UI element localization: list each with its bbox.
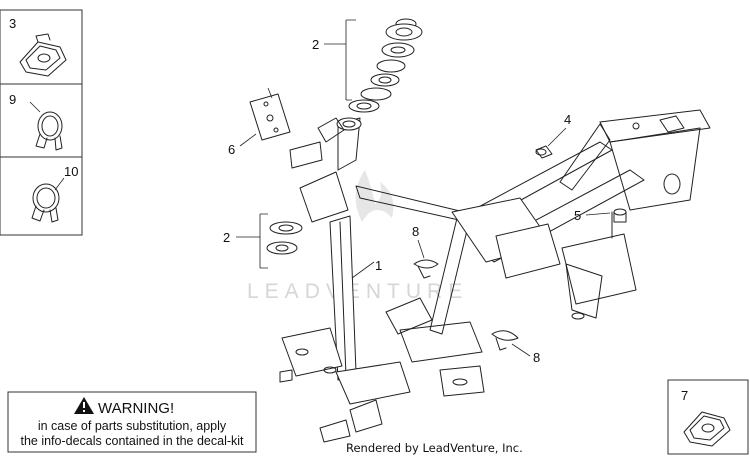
clip-nut-icon <box>683 411 731 447</box>
svg-text:4: 4 <box>564 112 571 127</box>
inset-label-9: 9 <box>9 92 16 107</box>
hose-clamp-top[interactable] <box>413 259 439 279</box>
render-credit: Rendered by LeadVenture, Inc. <box>346 441 523 455</box>
warning-title: WARNING! <box>98 400 174 417</box>
svg-text:2: 2 <box>312 37 319 52</box>
inset-nut[interactable]: 3 <box>9 16 67 77</box>
svg-text:5: 5 <box>574 208 581 223</box>
svg-text:2: 2 <box>223 230 230 245</box>
warning-frame <box>7 391 257 453</box>
steering-bearing-set-top[interactable] <box>348 18 423 113</box>
callout-2-top: 2 <box>312 19 356 101</box>
svg-text:1: 1 <box>375 258 382 273</box>
clip-nut-icon <box>19 33 67 77</box>
callout-1: 1 <box>351 258 382 279</box>
steering-bearing-set-bottom[interactable] <box>266 221 303 255</box>
svg-text:6: 6 <box>228 142 235 157</box>
callout-2-bottom: 2 <box>223 213 268 269</box>
screw[interactable] <box>613 208 627 223</box>
callout-8-top: 8 <box>412 224 425 259</box>
mounting-bracket[interactable] <box>249 87 291 141</box>
inset-frame <box>667 379 749 455</box>
warning-line-2: the info-decals contained in the decal-k… <box>20 434 244 448</box>
hose-clamp-bottom[interactable] <box>491 330 519 351</box>
callout-4: 4 <box>547 112 571 147</box>
inset-label-7: 7 <box>681 388 688 403</box>
inset-label-10: 10 <box>64 164 78 179</box>
svg-text:8: 8 <box>533 350 540 365</box>
flame-logo-icon <box>355 170 394 222</box>
hose-clamp-large-icon <box>31 183 60 223</box>
inset-label-3: 3 <box>9 16 16 31</box>
hose-clamp-small-icon <box>35 111 63 151</box>
inset-frame <box>0 9 83 236</box>
watermark: LEADVENTURE <box>247 170 468 303</box>
watermark-text: LEADVENTURE <box>247 280 468 303</box>
warning-box: WARNING! in case of parts substitution, … <box>7 391 257 453</box>
warning-triangle-icon <box>74 397 94 414</box>
callout-8-bottom: 8 <box>511 343 540 365</box>
svg-text:8: 8 <box>412 224 419 239</box>
main-frame[interactable] <box>279 109 711 443</box>
callout-5: 5 <box>574 208 611 223</box>
bushing[interactable] <box>535 145 553 159</box>
inset-clamp-small[interactable]: 9 <box>9 92 63 151</box>
inset-column-left: 3 9 10 <box>0 9 83 236</box>
inset-clamp-large[interactable]: 10 <box>31 164 78 223</box>
callout-6: 6 <box>228 133 257 157</box>
warning-line-1: in case of parts substitution, apply <box>38 419 227 433</box>
inset-nut-bottom[interactable]: 7 <box>667 379 749 455</box>
